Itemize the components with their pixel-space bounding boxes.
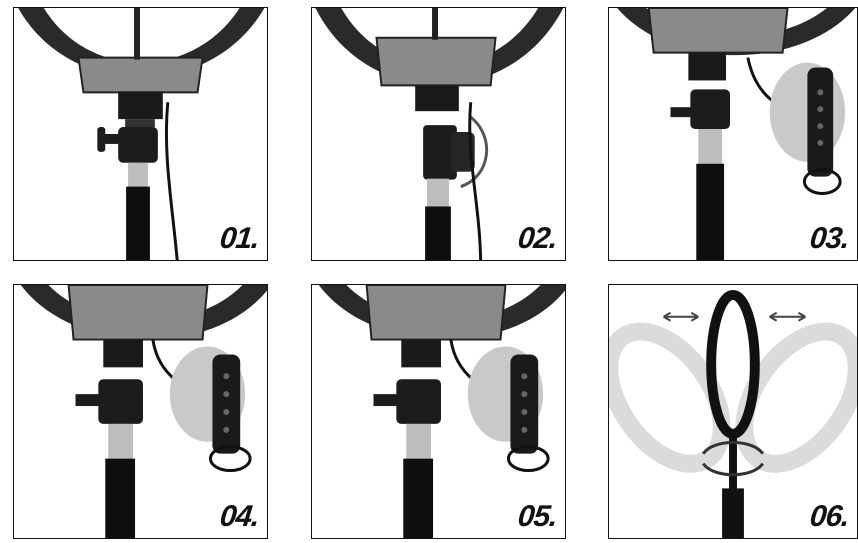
step-number: 04. bbox=[218, 500, 260, 534]
step-panel-3: 03. bbox=[608, 7, 858, 261]
step-number: 03. bbox=[808, 222, 850, 256]
step-number: 01. bbox=[218, 222, 260, 256]
step-panel-5: 05. bbox=[311, 284, 566, 539]
step-panel-4: 04. bbox=[13, 284, 268, 539]
step-number: 06. bbox=[808, 500, 850, 534]
step-panel-1: 01. bbox=[13, 7, 268, 261]
step-panel-6: 06. bbox=[608, 284, 858, 539]
step-panel-2: 02. bbox=[311, 7, 566, 261]
step-number: 02. bbox=[516, 222, 558, 256]
step-number: 05. bbox=[516, 500, 558, 534]
